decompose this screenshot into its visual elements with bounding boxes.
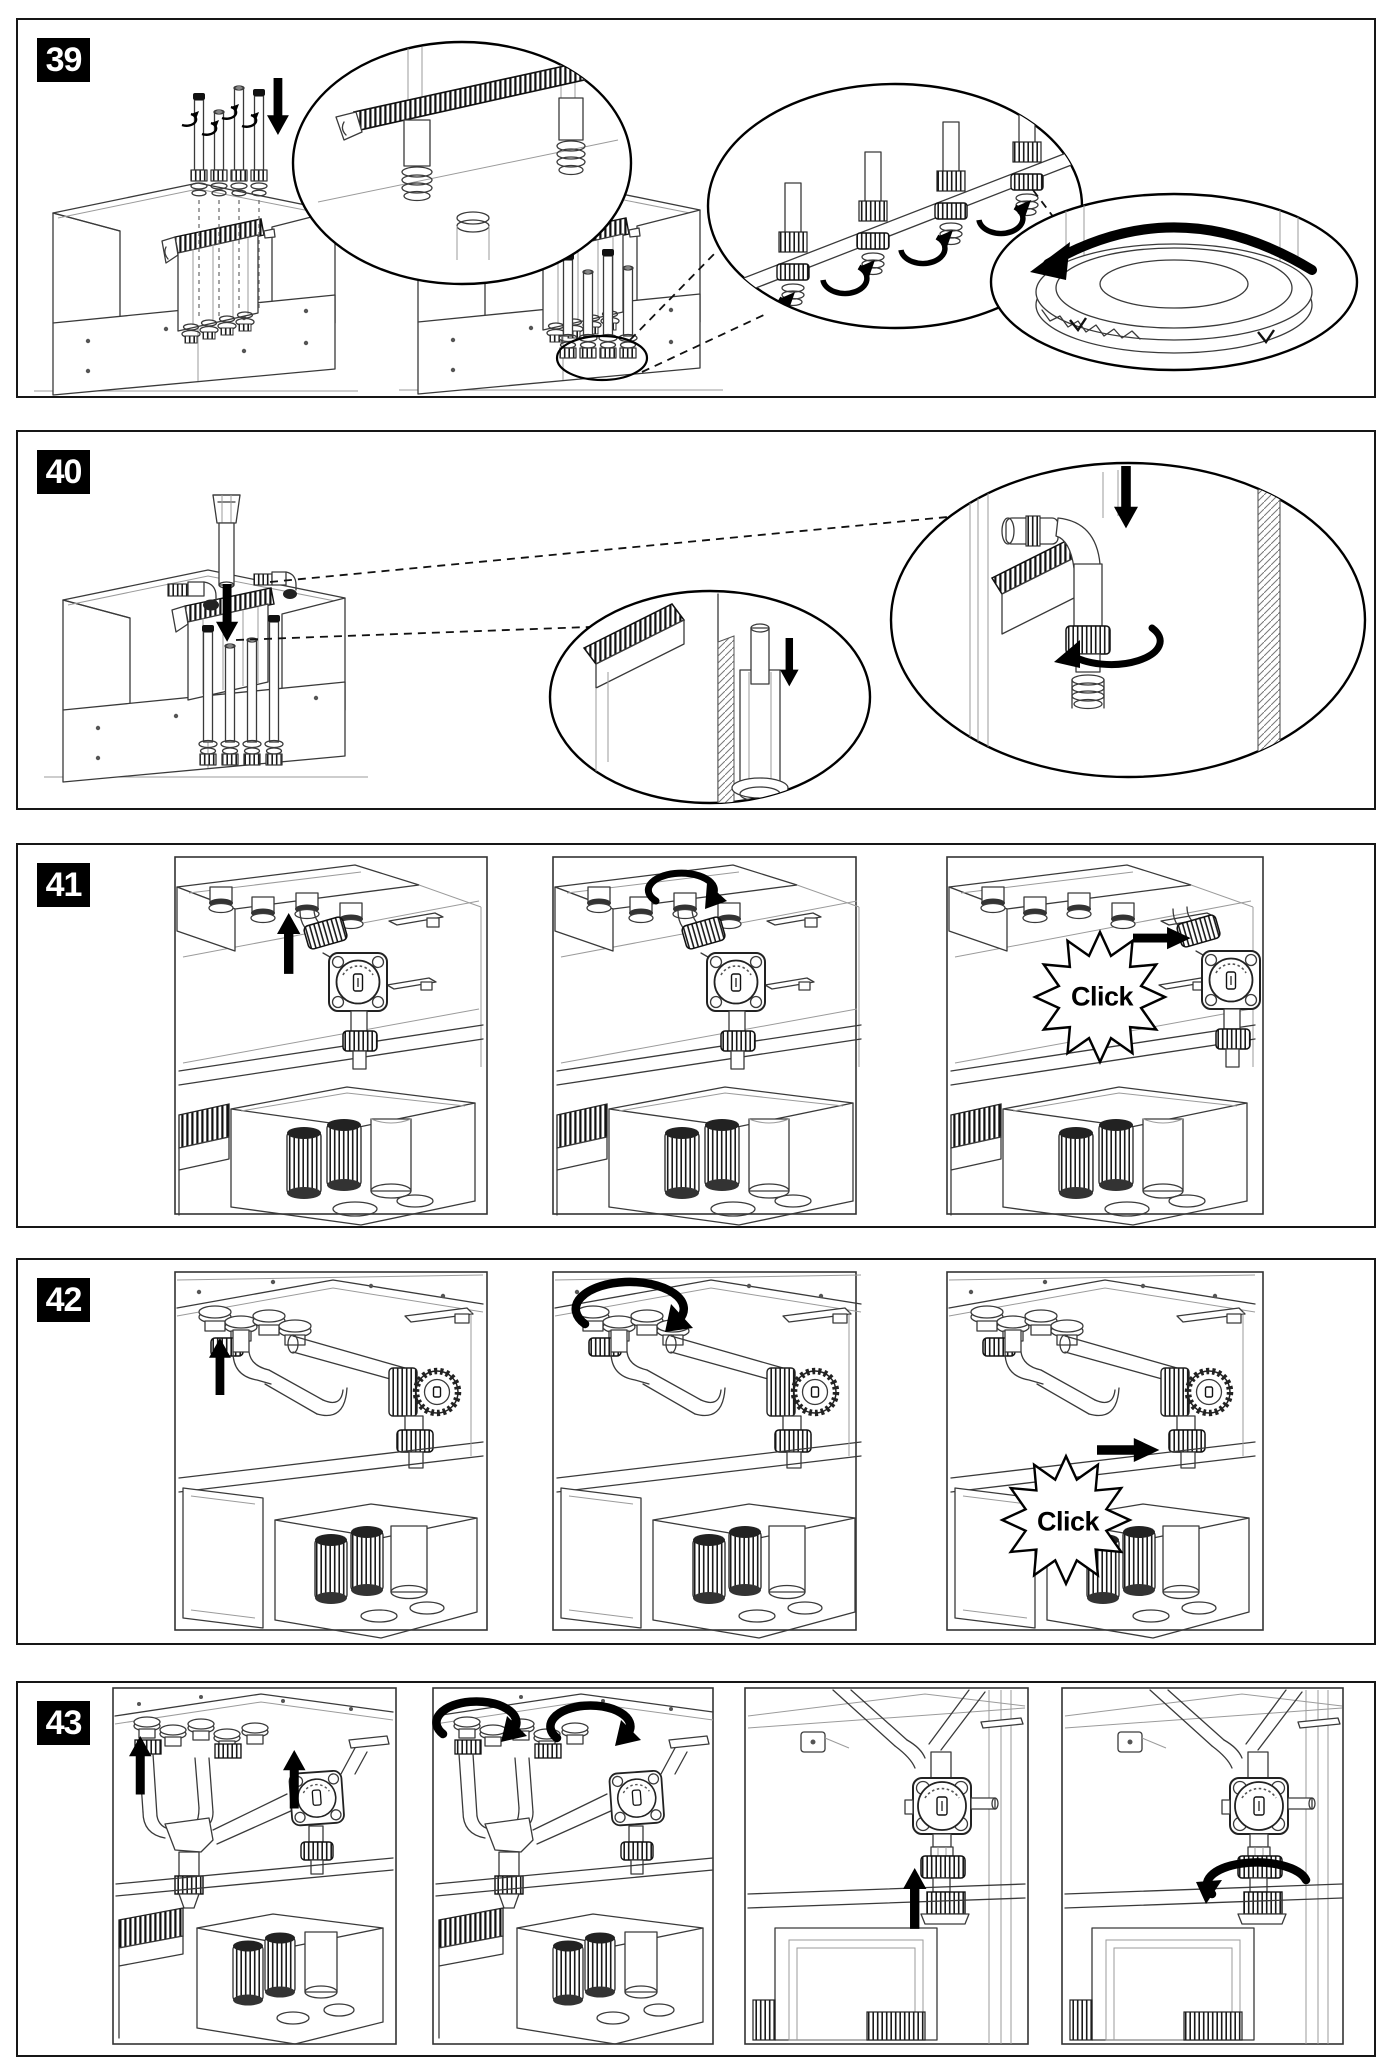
click-burst xyxy=(1032,929,1168,1065)
step-43-frame-4 xyxy=(1064,1689,1343,2045)
callout-leader-line xyxy=(641,313,767,373)
cabinet-scene xyxy=(44,494,368,783)
step-panel-43: 43 xyxy=(16,1681,1376,2057)
pipe-fitting xyxy=(856,151,890,276)
rotate-ring-arrowhead-icon xyxy=(1030,242,1070,280)
step-42-illustration xyxy=(18,1271,1264,1643)
rotate-nut-icon xyxy=(1066,624,1164,668)
click-label: Click xyxy=(1070,981,1134,1012)
step-42-frame-3 xyxy=(949,1275,1255,1638)
tube-insertion-detail-callout xyxy=(548,589,872,805)
elbow-assembly xyxy=(1001,515,1111,710)
step-panel-40: 40 xyxy=(16,430,1376,810)
step-number-badge: 42 xyxy=(37,1278,90,1322)
step-number-badge: 43 xyxy=(37,1701,90,1745)
callout-leader-line xyxy=(235,625,617,641)
step-39-illustration xyxy=(33,40,1359,396)
rotate-cw-icon xyxy=(571,1277,688,1329)
step-number-badge: 40 xyxy=(37,450,90,494)
step-41-frame-2 xyxy=(555,865,861,1225)
callout-leader-line xyxy=(629,249,719,341)
step-panel-41: 41 xyxy=(16,843,1376,1228)
step-number-badge: 41 xyxy=(37,863,90,907)
step-43-illustration xyxy=(112,1687,1344,2045)
step-42-frame-2 xyxy=(555,1275,861,1638)
union-nut-detail-callout xyxy=(706,82,1084,330)
step-panel-42: 42 xyxy=(16,1258,1376,1645)
step-number: 39 xyxy=(45,40,83,79)
step-number: 43 xyxy=(45,1703,83,1742)
sub-step-frame xyxy=(1061,1687,1344,2045)
pipe-fitting xyxy=(776,182,810,307)
rotate-cw-arrowhead-icon xyxy=(665,1304,693,1332)
step-panel-39: 39 xyxy=(16,18,1376,398)
elbow-fitting xyxy=(167,581,219,611)
step-number: 41 xyxy=(45,865,83,904)
step-number: 42 xyxy=(45,1280,83,1319)
click-burst xyxy=(999,1453,1133,1587)
down-arrow-icon xyxy=(267,78,289,135)
manifold-top-detail-callout xyxy=(291,40,633,286)
rotate-cw-arrowhead-icon xyxy=(1196,1880,1222,1904)
zoom-region-ellipse xyxy=(555,334,649,382)
sub-step-frame xyxy=(744,1687,1029,2045)
rotate-ring-icon xyxy=(1043,222,1317,275)
rotate-cw-arrowhead-icon xyxy=(705,883,727,909)
step-41-frame-3 xyxy=(949,865,1261,1225)
cabinet-installed-scene xyxy=(398,181,767,395)
rotate-nut-arrowhead-icon xyxy=(1054,640,1080,668)
vent-tube xyxy=(212,494,241,589)
click-label: Click xyxy=(1036,1506,1100,1537)
step-40-illustration xyxy=(44,461,1367,805)
step-number-badge: 39 xyxy=(37,38,90,82)
locking-ring-detail-callout xyxy=(989,192,1359,372)
step-number: 40 xyxy=(45,452,83,491)
rotate-cw-icon xyxy=(644,869,718,905)
step-41-illustration xyxy=(174,856,1264,1226)
callout-leader-line xyxy=(269,515,959,583)
pipe-fitting xyxy=(934,121,968,246)
cabinet-insert-scene xyxy=(33,78,359,396)
elbow-union-detail-callout xyxy=(889,461,1367,779)
